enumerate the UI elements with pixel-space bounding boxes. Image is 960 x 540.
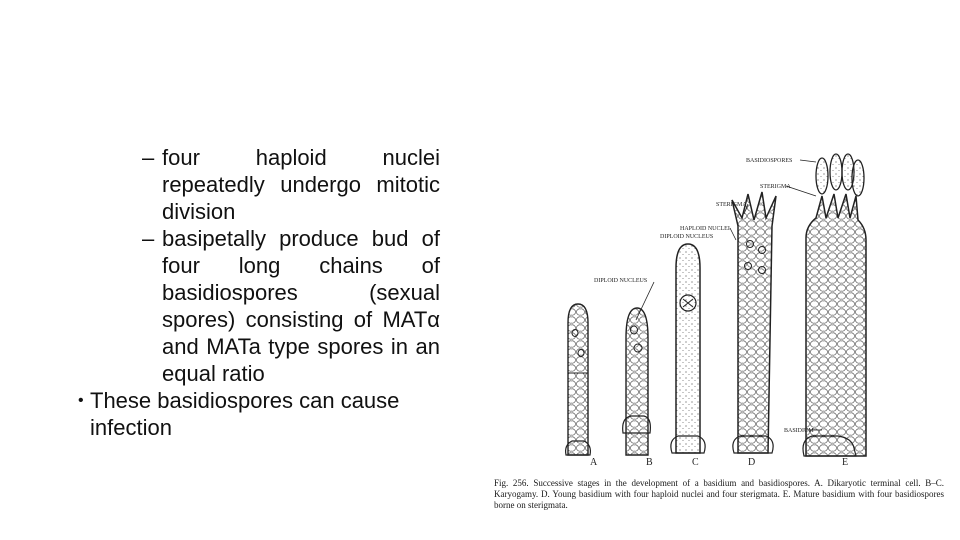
- dash-marker: –: [142, 145, 155, 170]
- stage-letter-b: B: [646, 457, 653, 468]
- sub-bullet-haploid-nuclei: – four haploid nuclei repeatedly undergo…: [142, 144, 440, 225]
- stage-a-cell: [565, 303, 591, 456]
- bullet-marker: •: [78, 392, 84, 409]
- stage-c-cell: [670, 243, 706, 454]
- label-diploid-nucleus-c: DIPLOID NUCLEUS: [660, 234, 713, 240]
- label-diploid-nucleus-b: DIPLOID NUCLEUS: [594, 278, 647, 284]
- stage-letter-a: A: [590, 457, 598, 468]
- label-sterigma-upper: STERIGMA: [760, 184, 791, 190]
- basidium-development-figure: BASIDIOSPORES STERIGMA STERIGMA HAPLOID …: [565, 153, 867, 468]
- figure-caption: Fig. 256. Successive stages in the devel…: [494, 478, 944, 510]
- main-bullet-infection: • These basidiospores can cause infectio…: [78, 387, 440, 441]
- stage-b-cell: [622, 307, 651, 456]
- label-basidium: BASIDIUM: [784, 428, 814, 434]
- slide-body-text: – four haploid nuclei repeatedly undergo…: [78, 144, 448, 441]
- stage-letter-d: D: [748, 457, 755, 468]
- sub-bullet-basidiospores: – basipetally produce bud of four long c…: [142, 225, 440, 387]
- label-sterigma-lower: STERIGMA: [716, 202, 747, 208]
- stage-e-cell: [802, 153, 867, 457]
- main-bullet-text: These basidiospores can cause infection: [90, 388, 400, 440]
- stage-letter-e: E: [842, 457, 848, 468]
- dash-marker: –: [142, 226, 155, 251]
- stage-letter-c: C: [692, 457, 699, 468]
- stage-d-cell: [731, 191, 777, 454]
- sub-bullet-text: four haploid nuclei repeatedly undergo m…: [162, 145, 440, 224]
- leader-lines: [635, 159, 822, 431]
- label-haploid-nuclei: HAPLOID NUCLEI: [680, 226, 730, 232]
- label-basidiospores: BASIDIOSPORES: [746, 158, 792, 164]
- sub-bullet-text: basipetally produce bud of four long cha…: [162, 226, 440, 386]
